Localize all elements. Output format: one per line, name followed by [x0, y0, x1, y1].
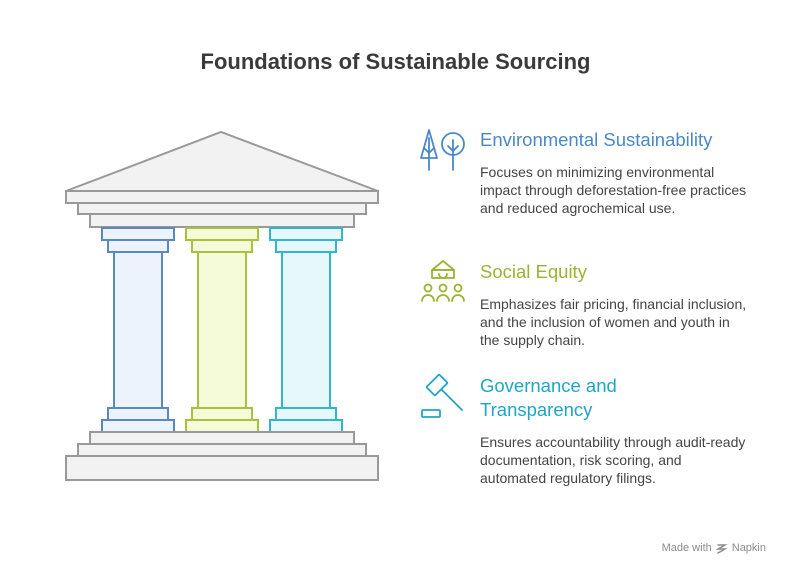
item-environmental: Environmental Sustainability Focuses on … — [418, 126, 768, 236]
item-heading: Governance and Transparency — [480, 375, 617, 420]
temple-roof — [65, 130, 379, 192]
temple-beam-base — [89, 213, 355, 228]
item-social: Social Equity Emphasizes fair pricing, f… — [418, 258, 768, 350]
temple-step-top — [89, 431, 355, 445]
community-icon — [421, 260, 465, 302]
napkin-logo-icon — [715, 544, 728, 554]
temple-beam-top — [65, 190, 379, 204]
item-description: Emphasizes fair pricing, financial inclu… — [480, 296, 747, 348]
item-heading: Social Equity — [480, 261, 587, 282]
pillar-social — [185, 227, 259, 433]
footer-brand: Napkin — [731, 542, 766, 554]
item-description: Focuses on minimizing environmental impa… — [480, 164, 747, 216]
temple-step-middle — [77, 443, 367, 457]
temple-step-bottom — [65, 455, 379, 481]
footer-credit: Made with Napkin — [662, 542, 766, 554]
item-heading: Environmental Sustainability — [480, 129, 713, 150]
gavel-icon — [421, 373, 463, 418]
pillar-governance — [269, 227, 343, 433]
pillar-environmental — [101, 227, 175, 433]
trees-icon — [420, 129, 465, 171]
page-title: Foundations of Sustainable Sourcing — [200, 49, 591, 74]
footer-made-with: Made with — [661, 542, 712, 554]
temple-beam-lower — [77, 202, 367, 215]
item-governance: Governance and Transparency Ensures acco… — [418, 372, 768, 492]
item-description: Ensures accountability through audit-rea… — [480, 434, 746, 486]
